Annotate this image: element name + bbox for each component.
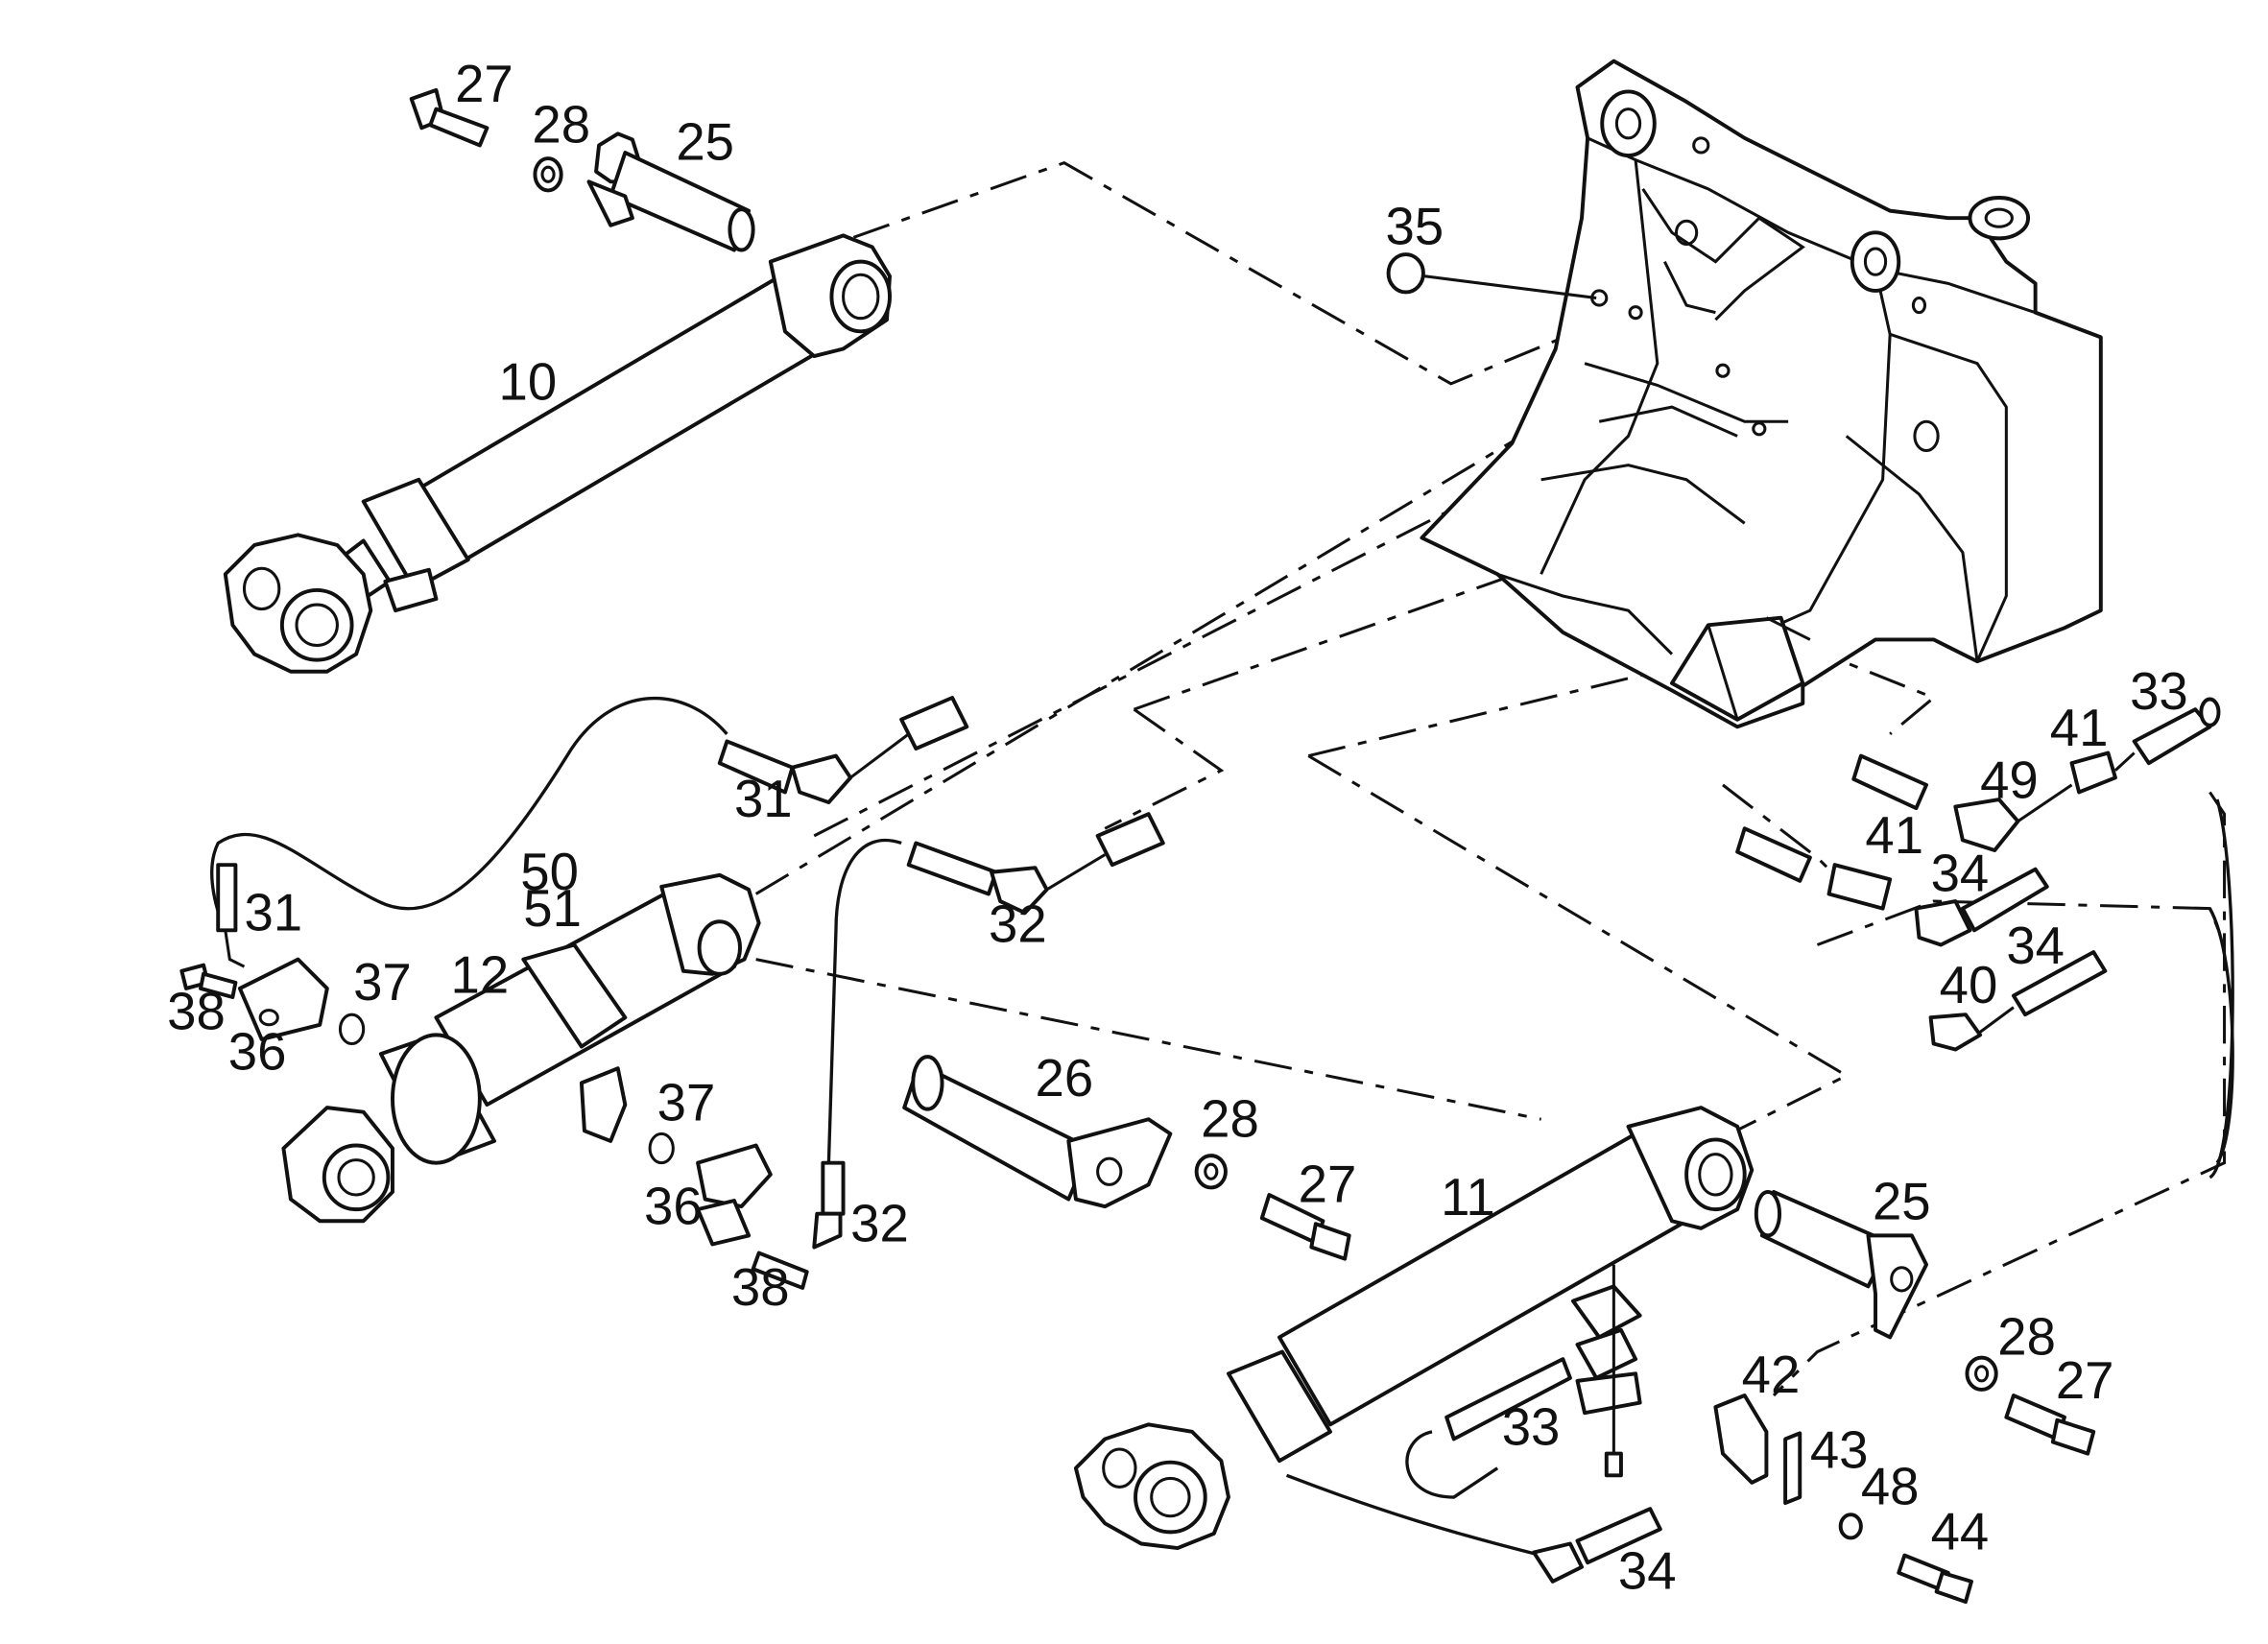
screw-38-left — [179, 963, 238, 999]
callout-51: 51 — [523, 879, 582, 938]
washer-28-mid — [1194, 1154, 1228, 1190]
callout-49: 49 — [1980, 751, 2039, 810]
callout-27-mid: 27 — [1299, 1156, 1357, 1214]
o-ring-37-left — [338, 1013, 366, 1045]
o-ring-37-right — [648, 1132, 675, 1165]
hose-34-bottom — [1285, 1473, 1662, 1584]
washer-28-bottom — [1965, 1355, 1998, 1392]
callout-40: 40 — [1940, 956, 1998, 1014]
pin-26 — [902, 1055, 1173, 1209]
callout-32-top: 32 — [989, 894, 1047, 953]
callout-labels: 27 28 25 35 10 31 31 38 36 37 50 51 12 3… — [167, 55, 2188, 1600]
bolt-44 — [1897, 1553, 1973, 1605]
callout-26: 26 — [1035, 1049, 1093, 1108]
callout-25-bottom: 25 — [1873, 1173, 1931, 1231]
callout-28-top: 28 — [532, 95, 590, 154]
callout-34-bottom: 34 — [1618, 1541, 1677, 1600]
hose-32 — [812, 812, 1165, 1250]
callout-25-top: 25 — [676, 113, 734, 172]
clamp-block-center — [1570, 1264, 1642, 1478]
callout-27-bottom: 27 — [2056, 1351, 2114, 1410]
washer-48 — [1838, 1513, 1863, 1540]
callout-33-top-right: 33 — [2130, 662, 2188, 721]
plug-35 — [1386, 252, 1597, 299]
cylinder-12 — [281, 872, 761, 1224]
callout-43: 43 — [1810, 1421, 1869, 1480]
callout-27-top: 27 — [455, 55, 513, 113]
callout-38-left: 38 — [167, 982, 226, 1040]
clamp-42 — [1713, 1394, 1769, 1485]
callout-41-mid: 41 — [1865, 806, 1923, 865]
callout-37-right: 37 — [657, 1074, 716, 1132]
flange-36-right — [696, 1143, 773, 1247]
callout-31-left: 31 — [244, 883, 302, 941]
hose-33-bottom — [1405, 1357, 1572, 1499]
hose-33-loop — [2208, 798, 2234, 1179]
fittings-right — [1735, 697, 2221, 1052]
bolt-27-top — [409, 87, 489, 148]
callout-12: 12 — [451, 945, 510, 1004]
bracket-near-cylinder-12 — [579, 1066, 628, 1143]
callout-44: 44 — [1931, 1503, 1990, 1561]
callout-38-right: 38 — [731, 1258, 790, 1317]
callout-50: 50 — [520, 843, 579, 901]
callout-37-left: 37 — [353, 953, 412, 1012]
callout-28-mid: 28 — [1201, 1089, 1259, 1148]
screw-38-right — [751, 1251, 809, 1290]
callout-28-bottom: 28 — [1997, 1308, 2056, 1367]
callout-11: 11 — [1441, 1168, 1495, 1227]
flange-36-left — [237, 957, 329, 1041]
callout-34-mid: 34 — [1931, 844, 1990, 902]
callout-42: 42 — [1742, 1346, 1801, 1404]
callout-33-bottom: 33 — [1502, 1398, 1561, 1457]
callout-32-bottom: 32 — [850, 1194, 909, 1252]
cylinder-10 — [223, 233, 892, 674]
bolt-27-mid — [1259, 1193, 1351, 1261]
callout-10: 10 — [499, 353, 558, 412]
callout-35: 35 — [1386, 197, 1444, 255]
pin-25-bottom — [1754, 1189, 1929, 1340]
cylinder-11 — [1073, 1106, 1755, 1551]
callout-41-top: 41 — [2050, 699, 2109, 757]
hose-31 — [210, 696, 969, 968]
bolt-27-bottom — [2004, 1394, 2096, 1456]
callout-36-left: 36 — [228, 1023, 287, 1082]
washer-28-top — [533, 156, 563, 193]
callout-48: 48 — [1861, 1458, 1920, 1516]
callout-34-right: 34 — [2006, 917, 2065, 975]
bracket-43 — [1783, 1431, 1802, 1506]
loader-frame — [1420, 59, 2103, 729]
callout-31-top: 31 — [734, 770, 793, 828]
callout-36-right: 36 — [644, 1177, 703, 1235]
pin-25-top — [586, 131, 755, 252]
